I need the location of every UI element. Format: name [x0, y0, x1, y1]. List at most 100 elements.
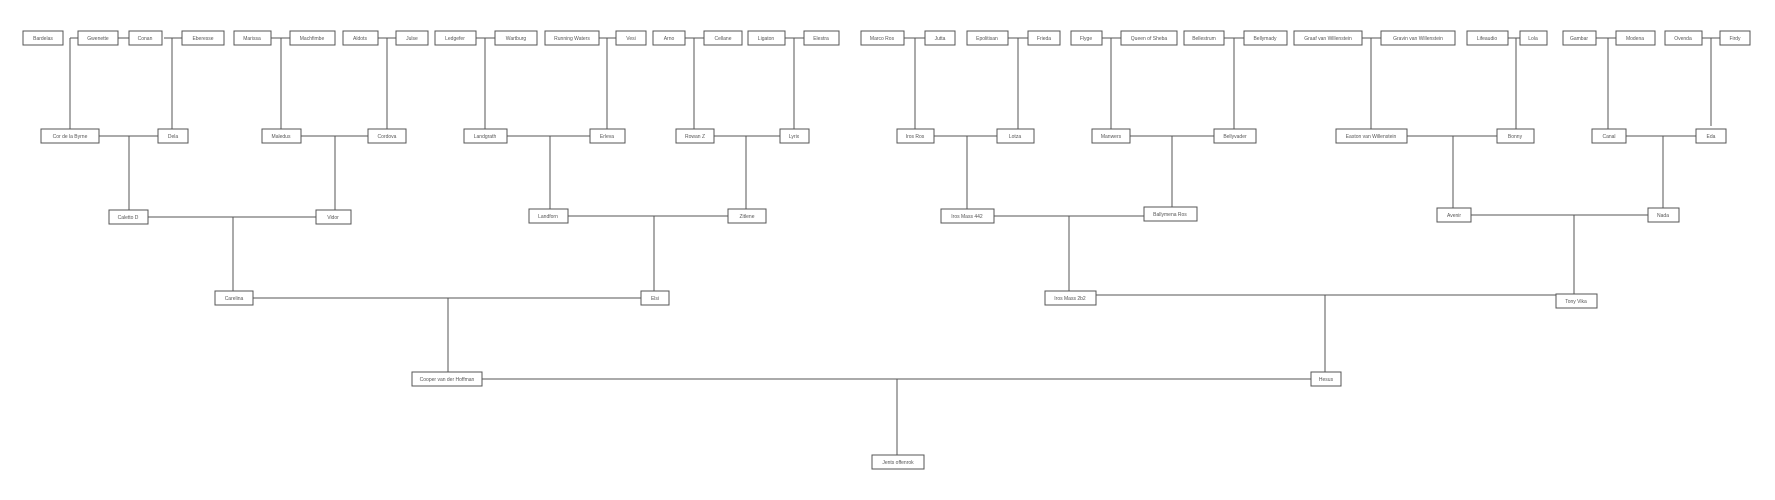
- tree-node: Tony Vika: [1555, 293, 1598, 309]
- node-label: Frieda: [1037, 36, 1051, 42]
- connector-lines: [69, 37, 1720, 462]
- node-label: Graaf van Willenstein: [1304, 36, 1352, 42]
- node-label: Lotza: [1009, 134, 1021, 140]
- tree-node: Iros Ros: [896, 128, 935, 144]
- node-label: Eda: [1707, 134, 1716, 140]
- node-label: Modena: [1626, 36, 1644, 42]
- tree-node: Landforn: [528, 208, 569, 224]
- node-label: Elsi: [651, 296, 659, 302]
- node-label: Easton van Willenstein: [1346, 134, 1397, 140]
- node-label: Firdy: [1729, 36, 1741, 42]
- node-label: Bonny: [1508, 134, 1523, 140]
- tree-node: Gravin van Willenstein: [1380, 30, 1456, 46]
- node-label: Iros Mass 442: [951, 214, 983, 220]
- tree-node: Vidor: [315, 209, 352, 225]
- node-label: Bellyvader: [1223, 134, 1247, 140]
- tree-node: Epolitisan: [966, 30, 1009, 46]
- node-label: Iros Ros: [906, 134, 925, 140]
- tree-node: Bonny: [1496, 128, 1535, 144]
- node-label: Conan: [138, 36, 153, 42]
- tree-node: Graaf van Willenstein: [1293, 30, 1363, 46]
- node-label: Ledgefer: [445, 36, 465, 42]
- node-label: Ballymena Ros: [1153, 212, 1187, 218]
- tree-node: Running Waters: [544, 30, 600, 46]
- node-label: Lola: [1528, 36, 1538, 42]
- node-label: Marco Ros: [870, 36, 895, 42]
- node-label: Queen of Sheba: [1131, 36, 1168, 42]
- node-label: Wartburg: [506, 36, 527, 42]
- tree-node: Elestra: [803, 30, 840, 46]
- node-label: Caletto D: [118, 215, 139, 221]
- tree-node: Elsi: [640, 290, 670, 306]
- tree-node: Aldots: [342, 30, 379, 46]
- node-label: Tony Vika: [1565, 299, 1587, 305]
- node-label: Cellane: [715, 36, 732, 42]
- node-label: Hesus: [1319, 377, 1334, 383]
- tree-node: Cor de la Byrne: [40, 128, 100, 144]
- node-label: Gambar: [1570, 36, 1588, 42]
- node-label: Gwenette: [87, 36, 109, 42]
- tree-node: Erleva: [589, 128, 626, 144]
- node-label: Vidor: [327, 215, 339, 221]
- node-label: Flyge: [1080, 36, 1092, 42]
- tree-node: Rowan Z: [675, 128, 715, 144]
- node-label: Marissa: [243, 36, 261, 42]
- tree-node: Gambar: [1562, 30, 1597, 46]
- node-label: Carelina: [225, 296, 244, 302]
- node-label: Bardelas: [33, 36, 53, 42]
- node-label: Bellymady: [1253, 36, 1277, 42]
- node-label: Landgrath: [474, 134, 497, 140]
- tree-node: Gwenette: [77, 30, 119, 46]
- node-label: Elestra: [813, 36, 829, 42]
- tree-node: Wartburg: [494, 30, 538, 46]
- node-label: Eberesse: [192, 36, 213, 42]
- tree-node: Conan: [128, 30, 163, 46]
- tree-node: Queen of Sheba: [1120, 30, 1178, 46]
- tree-node: Julse: [395, 30, 429, 46]
- tree-node: Vesi: [615, 30, 647, 46]
- tree-node: Eberesse: [181, 30, 225, 46]
- node-label: Jutta: [935, 36, 946, 42]
- node-label: Manwers: [1101, 134, 1122, 140]
- node-label: Cor de la Byrne: [53, 134, 88, 140]
- tree-node: Ballymena Ros: [1143, 206, 1198, 222]
- tree-node: Ovenda: [1664, 30, 1703, 46]
- node-label: Avenir: [1447, 213, 1461, 219]
- node-label: Cordova: [378, 134, 397, 140]
- node-label: Julse: [406, 36, 418, 42]
- node-label: Ligaton: [758, 36, 775, 42]
- tree-node: Arno: [652, 30, 686, 46]
- tree-node: Landgrath: [463, 128, 508, 144]
- node-label: Aldots: [353, 36, 367, 42]
- tree-node: Ledgefer: [434, 30, 477, 46]
- tree-node: Bellestrum: [1183, 30, 1225, 46]
- node-label: Ovenda: [1674, 36, 1692, 42]
- tree-node: Marissa: [233, 30, 272, 46]
- tree-node: Machfimbe: [289, 30, 336, 46]
- node-label: Canal: [1602, 134, 1615, 140]
- tree-node: Maledus: [261, 128, 302, 144]
- root-label: Jents offenrok: [882, 460, 914, 466]
- tree-root-node: Jents offenrok: [871, 454, 925, 470]
- tree-node: Easton van Willenstein: [1335, 128, 1408, 144]
- node-label: Zitlene: [739, 214, 754, 220]
- tree-node: Firdy: [1719, 30, 1751, 46]
- node-label: Gravin van Willenstein: [1393, 36, 1443, 42]
- tree-node: Bellymady: [1243, 30, 1288, 46]
- tree-node: Jutta: [924, 30, 956, 46]
- tree-node: Eda: [1695, 128, 1727, 144]
- node-label: Lifeaudio: [1477, 36, 1498, 42]
- tree-node: Iros Mass 442: [940, 208, 995, 224]
- node-label: Bellestrum: [1192, 36, 1216, 42]
- tree-node: Lyrix: [779, 128, 810, 144]
- node-label: Epolitisan: [976, 36, 998, 42]
- node-label: Maledus: [272, 134, 291, 140]
- tree-node: Flyge: [1070, 30, 1103, 46]
- tree-node: Bardelas: [22, 30, 64, 46]
- node-label: Running Waters: [554, 36, 590, 42]
- tree-node: Nada: [1647, 207, 1680, 223]
- tree-node: Bellyvader: [1213, 128, 1257, 144]
- tree-node: Lotza: [996, 128, 1035, 144]
- node-boxes: Bardelas Gwenette Conan Eberesse Marissa…: [22, 30, 1751, 470]
